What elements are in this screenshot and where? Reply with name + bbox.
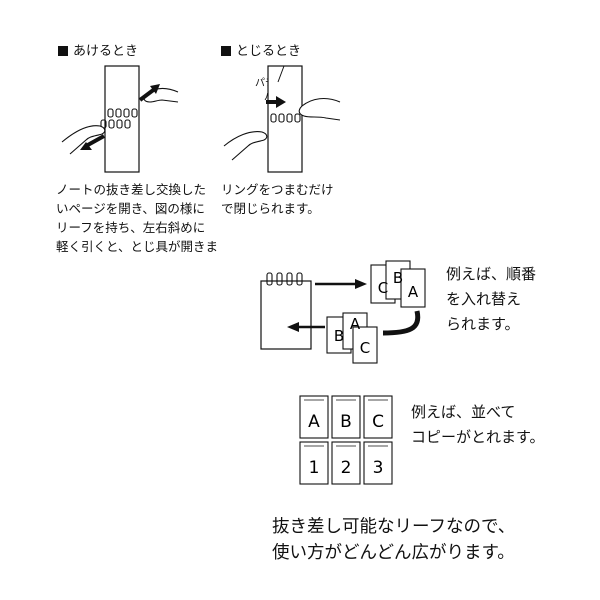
- hand-icon: [61, 125, 106, 155]
- leaf-group-original: C B A: [370, 260, 426, 308]
- square-bullet-icon: [58, 46, 68, 56]
- leaf-label: B: [393, 269, 403, 287]
- leaf-label: B: [334, 327, 344, 345]
- leaf-label: A: [308, 412, 320, 432]
- ring-binder-icon: [304, 399, 388, 447]
- ring-binder-icon: [270, 113, 301, 123]
- leaf-label: B: [340, 412, 352, 432]
- ring-binder-icon: [100, 108, 138, 129]
- close-heading: とじるとき: [221, 44, 301, 60]
- leaf-label: 3: [373, 458, 384, 478]
- click-sound-label: パチ: [255, 78, 275, 89]
- curved-arrow-icon: [382, 310, 421, 336]
- copy-illustration: A B C 1 2 3: [299, 395, 393, 485]
- leaf-label: 2: [341, 458, 352, 478]
- leaf-label: A: [408, 283, 419, 301]
- open-illustration: [61, 65, 179, 173]
- ring-binder-icon: [266, 272, 303, 286]
- close-illustration: [223, 65, 341, 173]
- copy-caption: 例えば、並べて コピーがとれます。: [411, 403, 545, 446]
- open-heading: あけるとき: [58, 44, 138, 60]
- hand-icon: [298, 97, 341, 121]
- close-description: リングをつまむだけ で閉じられます。: [221, 182, 334, 216]
- leaf-group-reordered: B A C: [326, 312, 378, 364]
- reorder-caption: 例えば、順番 を入れ替え られます。: [446, 265, 537, 333]
- pointer-line: [277, 65, 285, 83]
- reorder-illustration: C B A B A C: [260, 260, 426, 364]
- notebook-sheet: [104, 65, 140, 173]
- close-heading-text: とじるとき: [236, 44, 302, 59]
- notebook-sheet: [267, 65, 303, 173]
- leaf-label: 1: [309, 458, 320, 478]
- square-bullet-icon: [221, 46, 231, 56]
- hand-icon: [223, 131, 268, 161]
- open-description: ノートの抜き差し交換した いページを開き、図の様に リーフを持ち、左右斜めに 軽…: [56, 182, 219, 254]
- open-heading-text: あけるとき: [73, 44, 139, 59]
- footer-caption: 抜き差し可能なリーフなので、 使い方がどんどん広がります。: [272, 517, 516, 563]
- leaf-label: C: [372, 412, 384, 432]
- leaf-label: C: [360, 339, 370, 357]
- notebook-sheet: [260, 280, 312, 350]
- leaf-label: A: [350, 315, 361, 333]
- leaf-label: C: [378, 279, 388, 297]
